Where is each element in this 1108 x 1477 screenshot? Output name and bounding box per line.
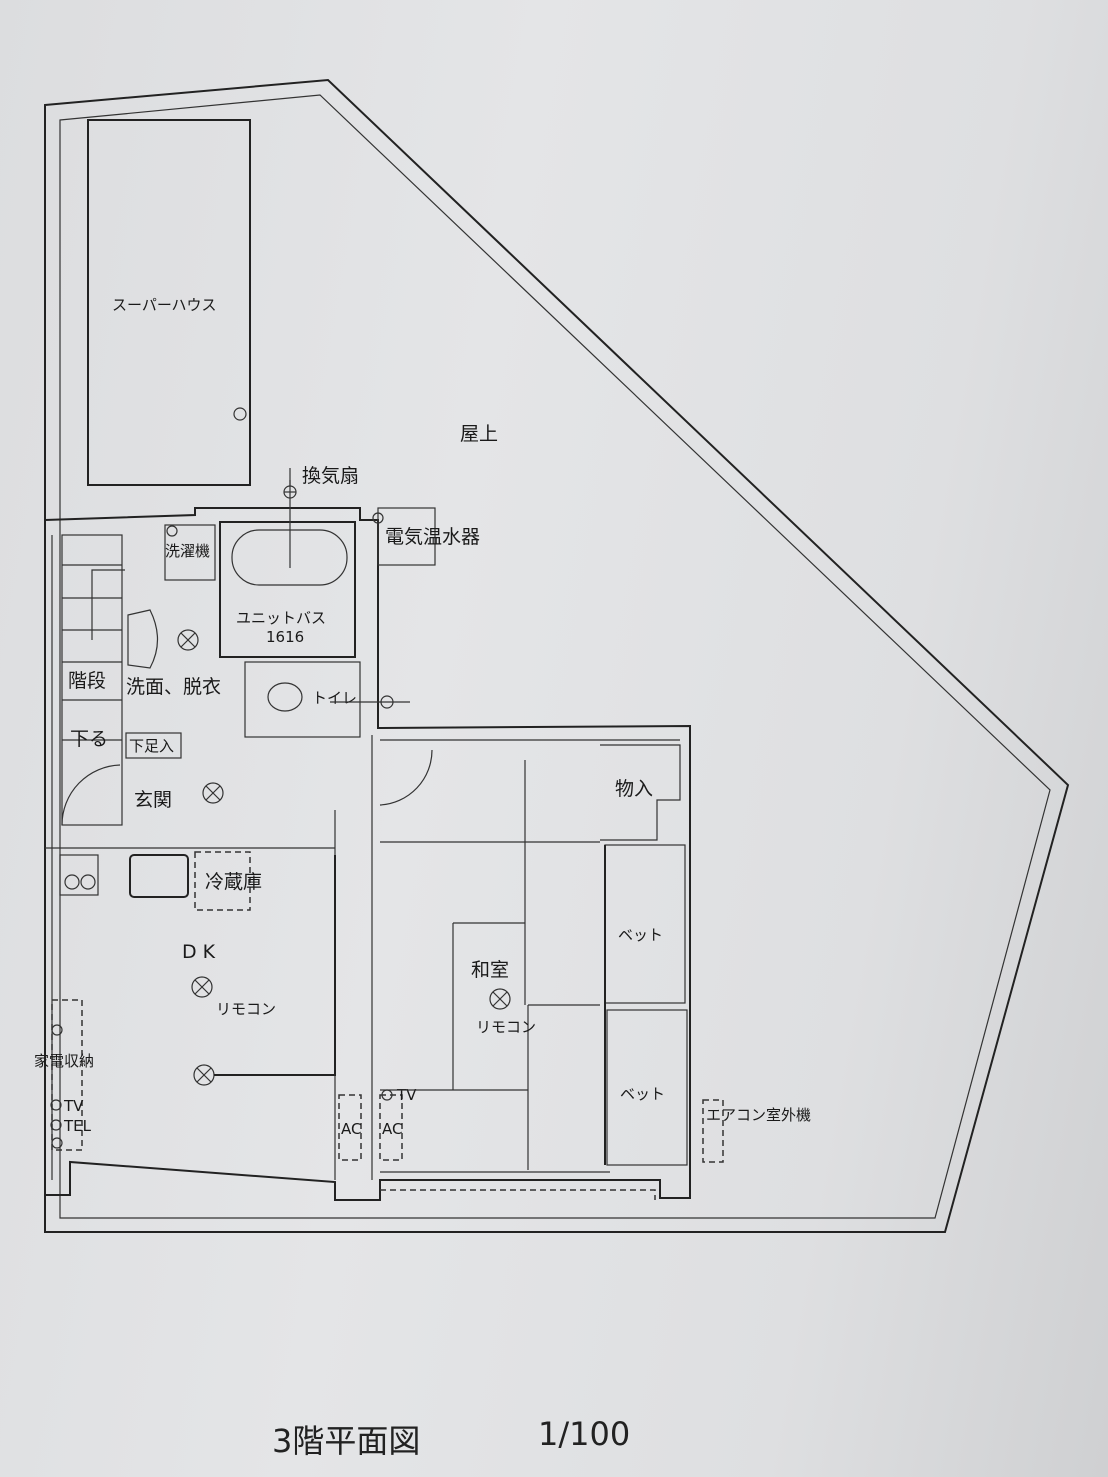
- ac1-label: AC: [341, 1120, 361, 1138]
- rooftop-label: 屋上: [460, 423, 498, 445]
- bed-1: [604, 844, 686, 1004]
- tv-outlet-label: TV: [63, 1097, 84, 1115]
- ceiling-light-icon: [202, 782, 224, 804]
- entrance-label: 玄関: [134, 789, 172, 811]
- ceiling-light-icon: [489, 988, 511, 1010]
- fridge-space: [194, 851, 251, 911]
- japanese-room-label: 和室: [471, 959, 509, 981]
- washing-machine: [164, 524, 216, 581]
- unit-bath: [219, 521, 356, 658]
- unit-bath-size: 1616: [266, 628, 304, 646]
- ceiling-light-icon: [193, 1064, 215, 1086]
- ventilation-fan-label: 換気扇: [302, 465, 359, 487]
- door-swing: [379, 749, 433, 806]
- bed-2: [606, 1009, 688, 1166]
- bed1-label: ベット: [618, 926, 663, 944]
- ac-outdoor-unit-label: エアコン室外機: [706, 1106, 811, 1124]
- stove: [59, 854, 99, 896]
- shoe-cabinet: [125, 732, 182, 759]
- outlet-icon: [233, 407, 247, 421]
- water-heater-label: 電気温水器: [385, 526, 480, 548]
- rooftop-outline-inner: [59, 94, 1051, 1219]
- ventilation-fan-icon: [283, 468, 297, 499]
- washing-machine-label: 洗濯機: [165, 542, 210, 560]
- appliance-storage-label: 家電収納: [34, 1052, 94, 1070]
- plan-scale: 1/100: [538, 1415, 630, 1453]
- ac2-label: AC: [382, 1120, 402, 1138]
- japanese-room-remote-label: リモコン: [476, 1018, 536, 1036]
- balcony-dash: [380, 1189, 656, 1200]
- stairs-label: 階段: [68, 670, 106, 692]
- exhaust-fan-icon: [380, 695, 394, 709]
- wash-basin: [127, 609, 159, 669]
- ac-outdoor-unit: [702, 1099, 724, 1163]
- unit-bath-label: ユニットバス: [236, 609, 326, 627]
- outlet-icon: [166, 525, 178, 537]
- super-house-label: スーパーハウス: [112, 296, 217, 314]
- toilet-bowl: [267, 682, 303, 712]
- storage-label: 物入: [615, 778, 653, 800]
- water-heater: [377, 507, 436, 566]
- plan-title: 3階平面図: [272, 1422, 420, 1460]
- washroom-label: 洗面、脱衣: [126, 676, 221, 698]
- ac-unit-2: [379, 1094, 403, 1161]
- stairs: [61, 534, 125, 826]
- toilet-label: トイレ: [312, 689, 357, 707]
- appliance-storage: [51, 999, 83, 1151]
- sink: [129, 854, 189, 898]
- ceiling-light-icon: [191, 976, 213, 998]
- bed2-label: ベット: [620, 1085, 665, 1103]
- fridge-label: 冷蔵庫: [205, 871, 262, 893]
- rooftop-outline: [44, 78, 1070, 1233]
- super-house: [87, 119, 251, 486]
- ac-unit-1: [338, 1094, 362, 1161]
- dk-label: D K: [182, 941, 216, 963]
- ceiling-light-icon: [177, 629, 199, 651]
- tv-outlet2-label: TV: [396, 1086, 417, 1104]
- building-wall: [44, 507, 691, 1201]
- tatami-mats: [380, 760, 600, 1170]
- toilet-room: [244, 661, 361, 738]
- tel-outlet-icon: [50, 1119, 62, 1131]
- storage-closet: [600, 744, 681, 841]
- dk-remote-label: リモコン: [216, 1000, 276, 1018]
- outlet-icon: [372, 512, 384, 524]
- stairs-down-label: 下る: [70, 728, 108, 750]
- tv-outlet-icon: [50, 1099, 62, 1111]
- tel-outlet-label: TEL: [63, 1117, 92, 1135]
- wiring: [214, 855, 336, 1076]
- shoe-cabinet-label: 下足入: [129, 737, 174, 755]
